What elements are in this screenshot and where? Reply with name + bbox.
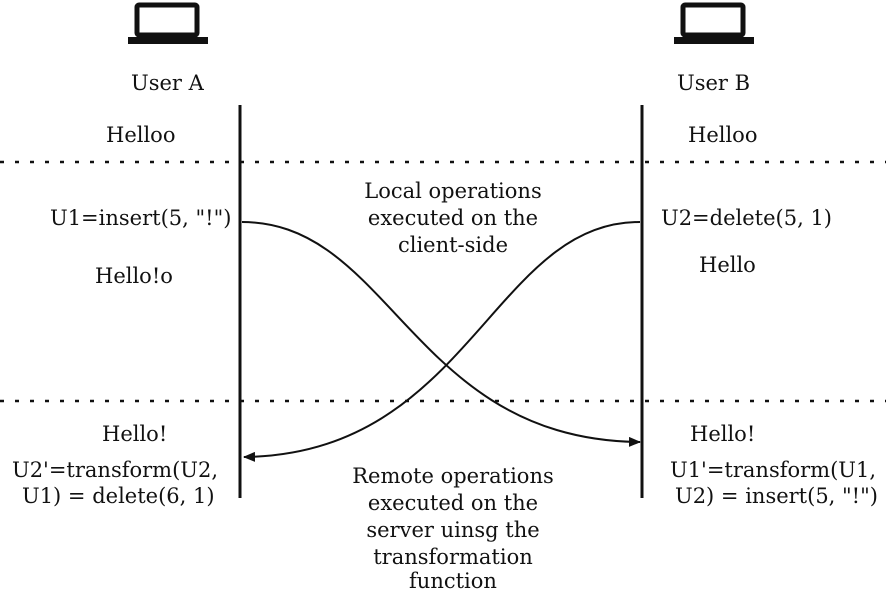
u1-propagation-arrow [241,221,641,447]
laptop-icon [674,2,754,44]
user-a-initial-text: Helloo [106,123,176,147]
user-a-after-local-text: Hello!o [95,264,173,288]
laptop-icon [128,2,208,44]
remote-ops-annotation-line3: server uinsg the [366,518,540,542]
user-b-local-op: U2=delete(5, 1) [661,206,832,230]
user-a-local-op: U1=insert(5, "!") [50,206,232,230]
user-a-remote-op-line1: U2'=transform(U2, [12,458,219,482]
remote-ops-annotation-line2: executed on the [367,491,539,515]
user-a-final-text: Hello! [102,422,168,446]
local-ops-annotation-line2: executed on the [367,206,539,230]
user-b-label: User B [677,71,751,95]
user-a-remote-op-line2: U1) = delete(6, 1) [22,484,215,508]
u2-propagation-arrow [243,221,641,462]
remote-ops-annotation-line5: function [409,569,497,593]
user-a-label: User A [131,71,204,95]
local-ops-annotation-line3: client-side [397,233,509,257]
local-ops-annotation-line1: Local operations [364,179,542,203]
user-b-remote-op-line1: U1'=transform(U1, [670,458,877,482]
remote-ops-annotation-line1: Remote operations [352,464,554,488]
user-b-final-text: Hello! [690,422,756,446]
user-b-initial-text: Helloo [688,123,758,147]
user-b-after-local-text: Hello [699,253,756,277]
remote-ops-annotation-line4: transformation [373,545,533,569]
user-b-remote-op-line2: U2) = insert(5, "!") [675,484,878,508]
